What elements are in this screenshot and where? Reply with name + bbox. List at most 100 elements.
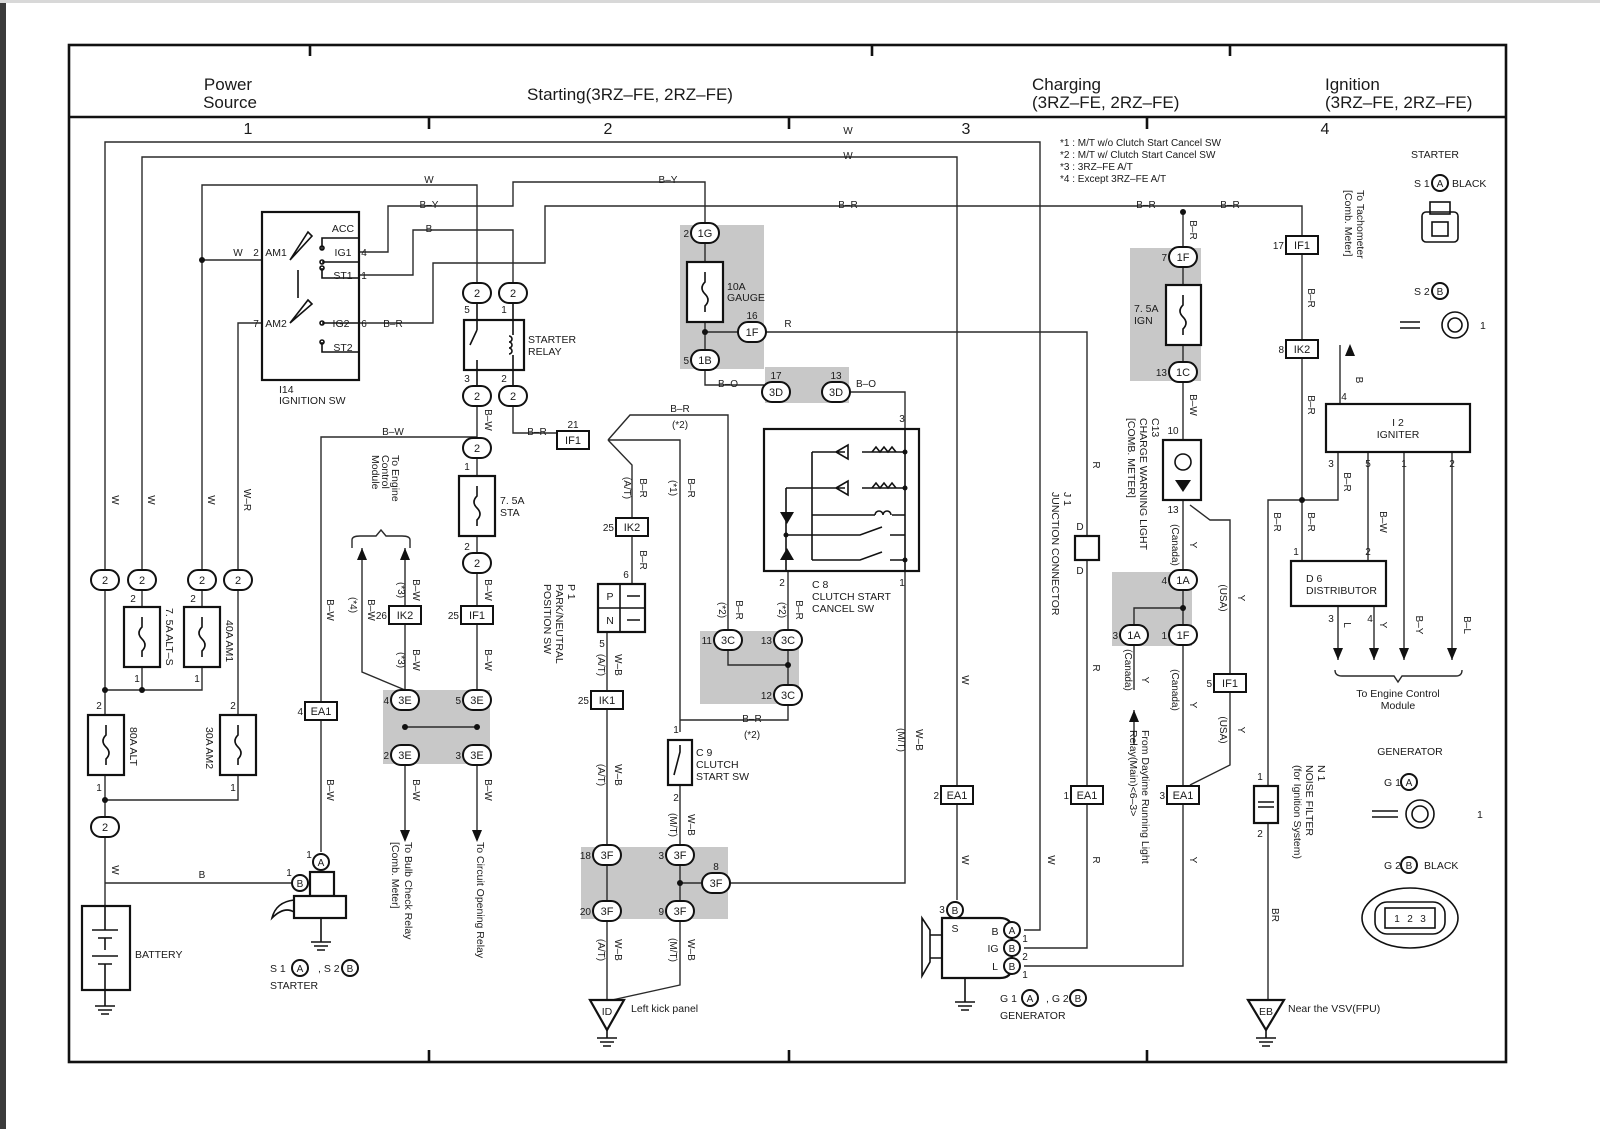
connector-id: 1A	[1127, 630, 1141, 642]
legend-pin: 3	[1420, 914, 1426, 925]
clutch-start-switch	[666, 738, 694, 787]
connector-id: IK2	[624, 522, 641, 534]
label-ecm-3: Module	[369, 455, 381, 490]
terminal-circle: A	[1003, 921, 1021, 939]
label-p1-name-1: PARK/NEUTRAL	[553, 584, 565, 664]
wire-color-label: (A/T)	[595, 764, 606, 786]
label-am1-fuse: 40A AM1	[223, 620, 235, 662]
wire-color-label: B–L	[1461, 616, 1472, 634]
legend-circle	[1431, 282, 1449, 300]
noise-filter	[1252, 784, 1280, 825]
wire-color-label: L	[1341, 622, 1352, 628]
wire-color-label: B	[1353, 377, 1364, 384]
label-p1-name-2: POSITION SW	[541, 584, 553, 654]
pin-number: 25	[578, 696, 590, 707]
wire-color-label: W–B	[913, 729, 924, 751]
footnote: *3 : 3RZ–FE A/T	[1060, 162, 1133, 173]
label-c8-name-1: CLUTCH START	[812, 591, 892, 603]
wire-color-label: (Canada)	[1169, 669, 1180, 711]
wire-color-label: B–R	[670, 404, 689, 415]
pin-number: 9	[658, 907, 664, 918]
column-number: 4	[1321, 121, 1330, 138]
pin-number: 1	[96, 783, 102, 794]
connector-2: 2	[498, 385, 528, 407]
connector-id: 2	[235, 575, 241, 587]
connector-id: 3F	[601, 850, 614, 862]
label-i2-name: IGNITER	[1377, 429, 1420, 441]
connector-id: 2	[510, 288, 516, 300]
connector-id: 3C	[781, 690, 795, 702]
connector-id: 1F	[746, 327, 759, 339]
pin-number: 1	[306, 850, 312, 861]
wire-color-label: (M/T)	[667, 813, 678, 837]
pin-number: 13	[830, 371, 842, 382]
connector-id: 3E	[398, 695, 411, 707]
wire-color-label: B–R	[637, 550, 648, 569]
legend-pin: 1	[1394, 914, 1400, 925]
wire-color-label: B–R	[1305, 395, 1316, 414]
pin-number: 17	[770, 371, 782, 382]
wire-color-label: B–R	[1187, 220, 1198, 239]
legend-circle	[1431, 174, 1449, 192]
pin-number: 6	[623, 570, 629, 581]
legend-circle	[1400, 856, 1418, 874]
wire-color-label: B–R	[742, 714, 761, 725]
connector-2: 2	[90, 569, 120, 591]
generator-legend-connectors	[1361, 799, 1459, 949]
pin-number: 5	[1365, 459, 1371, 470]
connector-id: EA1	[311, 706, 332, 718]
connector-id: 3D	[829, 387, 843, 399]
connector-id: EA1	[947, 790, 968, 802]
pin-number: 1	[1257, 772, 1263, 783]
wire-color-label: W	[109, 865, 120, 875]
connector-id: IF1	[1222, 678, 1238, 690]
pin-number: 3	[658, 851, 664, 862]
label-j1-name: JUNCTION CONNECTOR	[1049, 492, 1061, 616]
pin-number: 20	[580, 907, 592, 918]
section-title-power: Source	[203, 93, 257, 112]
wire-color-label: B–R	[733, 600, 744, 619]
wire-color-label: (*3)	[395, 652, 406, 668]
connector-id: 3C	[781, 635, 795, 647]
wire-color-label: W	[233, 248, 243, 259]
wire-color-label: B–O	[856, 379, 876, 390]
pin-number: 25	[448, 611, 460, 622]
connector-2: 2	[223, 569, 253, 591]
wire-color-label: Y	[1187, 857, 1198, 864]
legend-s1: S 1	[1414, 178, 1430, 190]
label-am2-fuse: 30A AM2	[203, 727, 215, 769]
connector-1G: 1G2	[683, 222, 720, 244]
terminal-circle: B	[946, 901, 964, 919]
window-edge	[0, 0, 6, 1129]
label-tach-1: To Tachometer	[1354, 190, 1366, 259]
label-drl-1: From Daytime Running Light	[1139, 730, 1151, 864]
wire-color-label: W	[843, 151, 853, 162]
pin-number: 5	[455, 696, 461, 707]
section-title-ignition: (3RZ–FE, 2RZ–FE)	[1325, 93, 1472, 112]
pin-number: 2	[683, 229, 689, 240]
label-starter-caption-2: , S 2	[318, 963, 340, 975]
pin-number: 3	[939, 905, 945, 916]
label-c9-code: C 9	[696, 747, 713, 759]
wire-color-label: R	[784, 319, 791, 330]
wire-color-label: B–W	[482, 649, 493, 671]
pin-number: 1	[1161, 631, 1167, 642]
wire-color-label: B–W	[365, 599, 376, 621]
caption-letter: B	[347, 964, 354, 975]
label-alt: 80A ALT	[127, 727, 139, 767]
wire-color-label: B	[426, 224, 433, 235]
pin-number: 13	[1156, 368, 1168, 379]
pin-number: 12	[761, 691, 773, 702]
label-left-kick: Left kick panel	[631, 1003, 698, 1015]
connector-id: 2	[102, 822, 108, 834]
connector-2: 2	[462, 552, 492, 574]
pin-number: 3	[1328, 459, 1334, 470]
label-bulb-1: To Bulb Check Relay	[402, 842, 414, 940]
